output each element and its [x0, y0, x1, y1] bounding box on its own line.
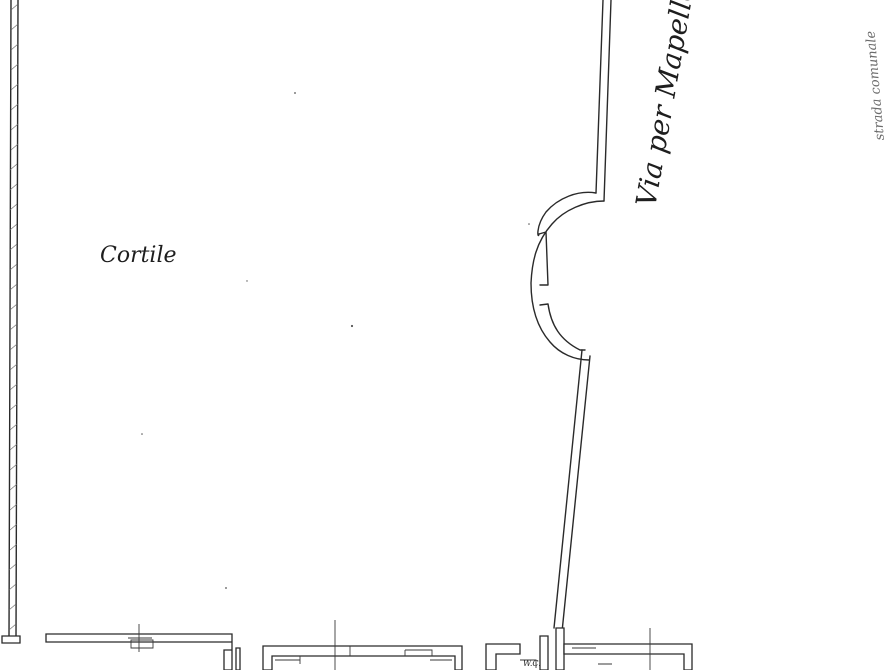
street-wall	[530, 0, 612, 633]
room-mark: W.C.	[523, 659, 541, 668]
margin-note: strada comunale	[863, 30, 888, 141]
street-label: Via per Mapello	[629, 0, 701, 209]
left-boundary-wall	[1, 0, 21, 644]
pencil-specks	[141, 92, 530, 589]
bottom-building-walls	[45, 620, 693, 670]
courtyard-label: Cortile	[100, 243, 177, 268]
